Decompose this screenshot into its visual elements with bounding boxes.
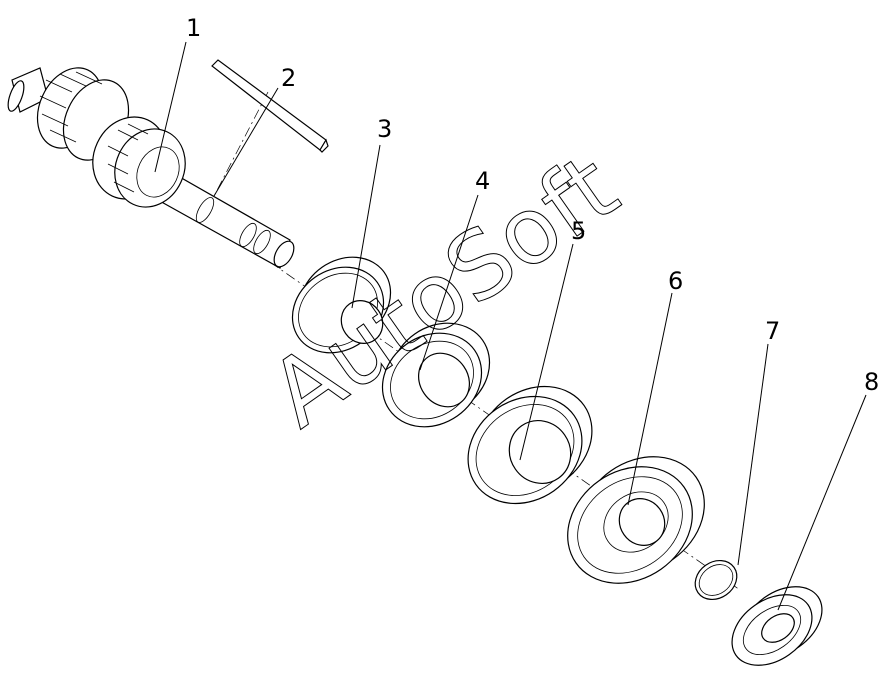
callout-6: 6 — [668, 267, 683, 295]
callout-8: 8 — [864, 368, 879, 396]
callout-3: 3 — [377, 115, 392, 143]
key-axis — [211, 91, 269, 201]
leader-lines — [154, 41, 867, 611]
callout-7: 7 — [765, 317, 780, 345]
part-3-gear — [291, 256, 392, 354]
callout-1: 1 — [186, 14, 201, 42]
callout-2: 2 — [281, 64, 296, 92]
part-2-key — [211, 59, 329, 153]
part-8-bearing — [731, 586, 823, 666]
callout-5: 5 — [571, 217, 586, 245]
part-7-ring — [694, 559, 738, 601]
part-4-gear — [381, 322, 491, 428]
callout-4: 4 — [475, 167, 490, 195]
part-1-shaft — [7, 67, 295, 269]
part-5-gear — [467, 385, 593, 505]
part-6-gear — [567, 456, 705, 584]
